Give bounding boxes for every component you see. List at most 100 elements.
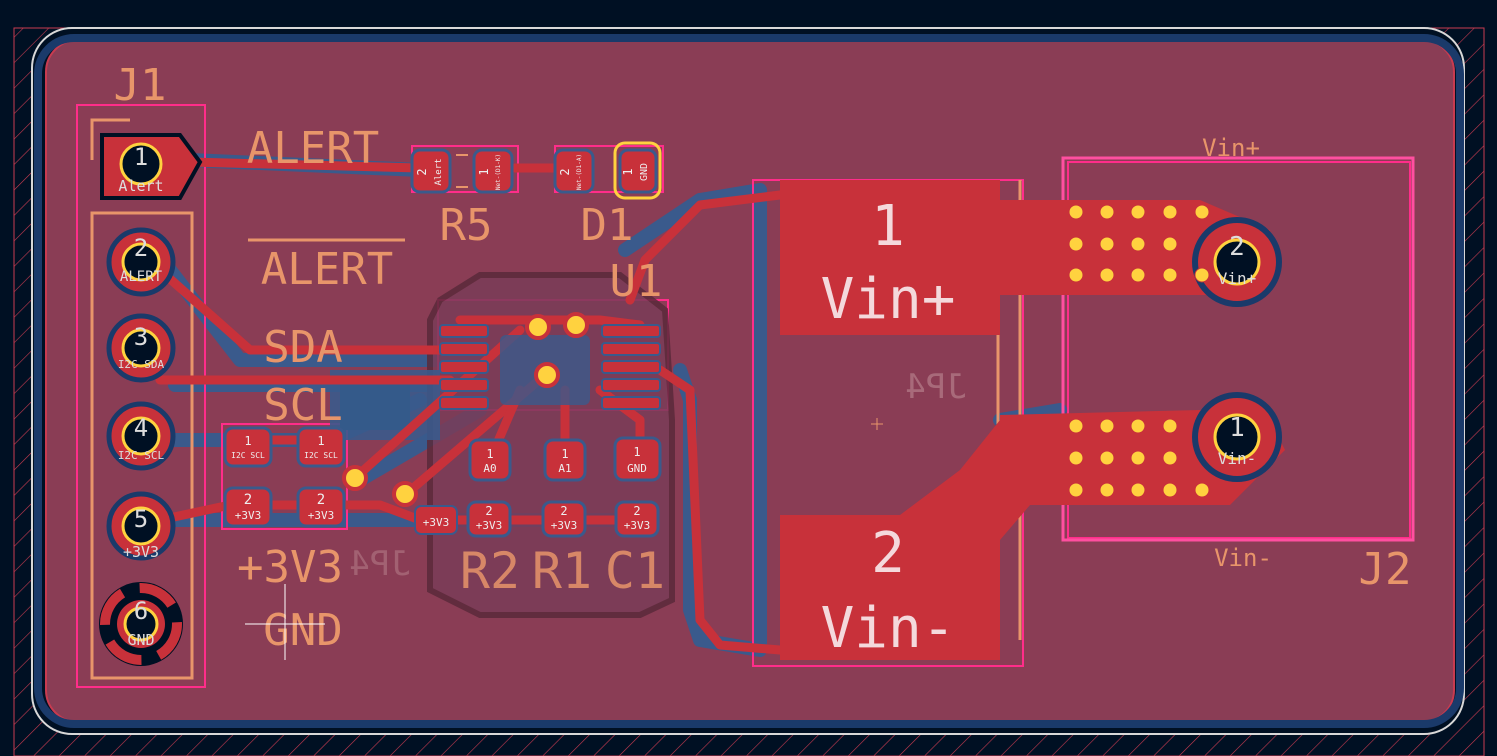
- j1-pad-4[interactable]: 4 I2C SCL: [106, 401, 176, 471]
- c1-pad-2-num: 2: [633, 504, 640, 518]
- j2-pad-1-net: Vin-: [1218, 449, 1257, 468]
- v3v3-test-pad[interactable]: +3V3: [414, 505, 458, 535]
- j1-pad-6-num: 6: [134, 597, 148, 625]
- copper-pours: [780, 180, 1285, 660]
- jp-pad-1[interactable]: 1 Vin+: [821, 194, 956, 332]
- u1-pin-rows: [439, 324, 661, 410]
- r5-pad-1[interactable]: 1 Net-(D1-K): [472, 148, 514, 194]
- r5-pad-1-num: 1: [477, 168, 491, 175]
- gnd-pad-net: GND: [627, 462, 647, 475]
- gnd-pad[interactable]: 1 GND: [613, 436, 662, 482]
- via-array-vin-minus: [1068, 418, 1210, 498]
- silk-vin-minus: Vin-: [1214, 544, 1272, 572]
- a1-pad[interactable]: 1 A1: [543, 438, 587, 482]
- c1-pad-2[interactable]: 2 +3V3: [614, 500, 660, 538]
- a1-pad-net: A1: [558, 462, 571, 475]
- ref-c1: C1: [605, 542, 665, 600]
- ref-j1: J1: [114, 60, 167, 111]
- ref-r2: R2: [460, 542, 520, 600]
- d1-pad-2[interactable]: 2 Net-(D1-A): [553, 148, 595, 194]
- d1-pad-1-num: 1: [621, 168, 635, 175]
- j1-pad-6-net: GND: [127, 631, 154, 649]
- c1-pad-2-net: +3V3: [624, 519, 651, 532]
- j1-pad-3-net: I2C SDA: [118, 358, 165, 371]
- jp-3v3-pad-b-net: +3V3: [308, 509, 335, 522]
- v3v3-test-pad-net: +3V3: [423, 516, 450, 529]
- j1-pad-5-num: 5: [134, 505, 148, 533]
- jp-scl-pad-b[interactable]: 1 I2C SCL: [296, 426, 346, 468]
- j1-pad-1-net: Alert: [118, 177, 163, 195]
- j2-body-outline: [1061, 156, 1415, 542]
- jp-pad-1-num: 1: [871, 194, 905, 259]
- j1-pad-4-num: 4: [134, 414, 148, 442]
- ref-d1: D1: [581, 200, 634, 251]
- origin-marker: [871, 418, 883, 430]
- j2-pad-2-net: Vin+: [1218, 269, 1257, 288]
- j1-pad-3-num: 3: [134, 323, 148, 351]
- d1-pad-1[interactable]: 1 GND: [613, 141, 662, 200]
- a0-pad-num: 1: [486, 447, 493, 461]
- ref-r1: R1: [532, 542, 592, 600]
- j1-pad-2-num: 2: [134, 234, 148, 262]
- jp-3v3-pad-a[interactable]: 2 +3V3: [223, 486, 273, 528]
- gnd-pad-num: 1: [633, 445, 640, 459]
- r2-pad-2[interactable]: 2 +3V3: [466, 500, 512, 538]
- signal-vias: [342, 312, 589, 507]
- jp-scl-pad-a-num: 1: [244, 434, 251, 448]
- jp-scl-pad-b-num: 1: [317, 434, 324, 448]
- r1-pad-2[interactable]: 2 +3V3: [541, 500, 587, 538]
- jp-3v3-pad-b-num: 2: [317, 492, 325, 508]
- jp-3v3-pad-a-num: 2: [244, 492, 252, 508]
- silk-scl: SCL: [263, 380, 342, 431]
- silk-sda: SDA: [263, 322, 342, 373]
- j1-pad-2-net: ALERT: [120, 269, 163, 285]
- ref-jp4-back: JP4: [905, 367, 966, 407]
- r5-pad-2-num: 2: [415, 168, 429, 175]
- r1-pad-2-num: 2: [560, 504, 567, 518]
- jp-pad-2-num: 2: [871, 521, 905, 586]
- j2-pad-2[interactable]: 2 Vin+: [1192, 217, 1282, 307]
- jp-3v3-pad-a-net: +3V3: [235, 509, 262, 522]
- a0-pad-net: A0: [483, 462, 496, 475]
- j1-pad-5[interactable]: 5 +3V3: [106, 491, 176, 561]
- silk-3v3: +3V3: [237, 542, 343, 593]
- r5-pad-2[interactable]: 2 Alert: [410, 148, 452, 194]
- j2-pad-1[interactable]: 1 Vin-: [1192, 392, 1282, 482]
- jp-pad-2[interactable]: 2 Vin-: [821, 521, 956, 661]
- board-zone-outline: [34, 34, 1464, 728]
- a0-pad[interactable]: 1 A0: [468, 438, 512, 482]
- d1-pad-2-num: 2: [558, 168, 572, 175]
- back-silk-jp3: JP4: [349, 544, 410, 584]
- jp-scl-pad-a[interactable]: 1 I2C SCL: [223, 426, 273, 468]
- d1-pad-2-net: Net-(D1-A): [576, 154, 583, 190]
- r5-pad-2-net: Alert: [434, 158, 444, 185]
- r1-pad-2-net: +3V3: [551, 519, 578, 532]
- sda-scl-bg: [340, 380, 410, 430]
- j1-pad-1-num: 1: [134, 143, 148, 171]
- ref-j2: J2: [1359, 544, 1412, 595]
- silk-alert-bar: ALERT: [261, 244, 393, 295]
- jp-scl-pad-b-net: I2C SCL: [304, 451, 338, 460]
- jp-pad-1-net: Vin+: [821, 267, 956, 332]
- jp-scl-pad-a-net: I2C SCL: [231, 451, 265, 460]
- j1-pad-3[interactable]: 3 I2C SDA: [106, 313, 176, 383]
- ref-u1: U1: [610, 256, 663, 307]
- r5-pad-1-net: Net-(D1-K): [495, 154, 502, 190]
- r2-pad-2-net: +3V3: [476, 519, 503, 532]
- via-array-vin-plus: [1068, 204, 1210, 283]
- cursor-crosshair: [245, 584, 325, 660]
- j1-pad-2[interactable]: 2 ALERT: [106, 227, 176, 297]
- a1-pad-num: 1: [561, 447, 568, 461]
- silk-gnd: GND: [263, 605, 342, 656]
- jp-3v3-pad-b[interactable]: 2 +3V3: [296, 486, 346, 528]
- j1-pad-5-net: +3V3: [123, 543, 159, 561]
- r2-pad-2-num: 2: [485, 504, 492, 518]
- ref-r5: R5: [440, 200, 493, 251]
- d1-pad-1-net: GND: [639, 163, 650, 181]
- jp-pad-2-net: Vin-: [821, 596, 956, 661]
- j1-pad-1[interactable]: 1 Alert: [100, 133, 203, 200]
- j2-pad-1-num: 1: [1229, 413, 1245, 443]
- j1-pad-6[interactable]: 6 GND: [99, 582, 183, 666]
- silk-vin-plus: Vin+: [1202, 134, 1260, 162]
